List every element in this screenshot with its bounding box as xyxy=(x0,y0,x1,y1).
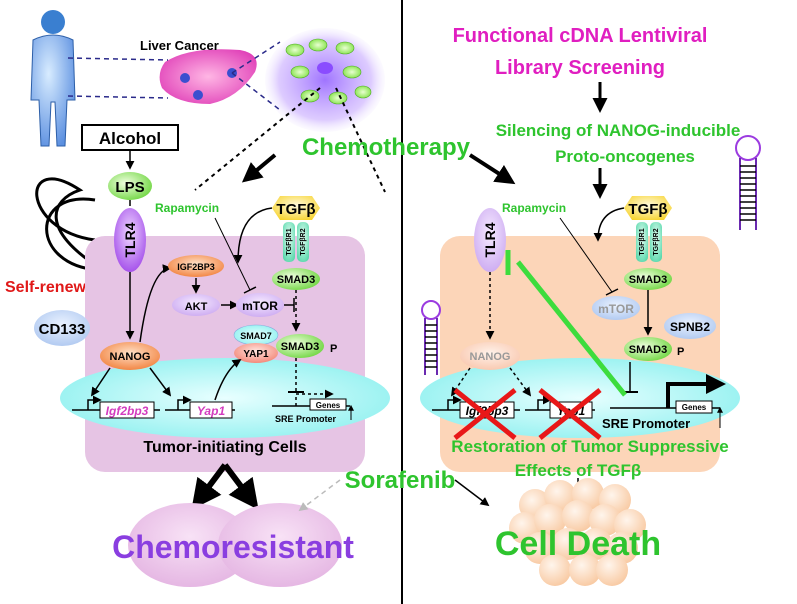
screening-title-line1: Functional cDNA Lentiviral xyxy=(453,25,708,47)
phospho-label: P xyxy=(330,343,337,355)
tgfb-label-right: TGFβ xyxy=(628,201,667,218)
nanog-node-right xyxy=(460,342,520,370)
lps-label: LPS xyxy=(115,179,144,196)
restoration-inhibition-line xyxy=(516,260,627,397)
akt-label: AKT xyxy=(185,301,208,313)
mtor-node xyxy=(236,293,284,317)
phospho-label-right: P xyxy=(677,346,684,358)
tlr4-label-right: TLR4 xyxy=(482,222,498,257)
tlr4-node xyxy=(114,208,146,272)
tgfbr1-node-right xyxy=(636,222,648,262)
sre-promoter-label-right: SRE Promoter xyxy=(602,416,690,431)
smad3-node-right xyxy=(624,268,672,290)
silencing-line1: Silencing of NANOG-inducible xyxy=(496,121,741,140)
liver-icon xyxy=(159,49,257,104)
tgfbr2-node xyxy=(297,222,309,262)
sre-promoter-left xyxy=(272,389,350,411)
genes-label-right: Genes xyxy=(682,403,707,412)
chemoresistant-cell-right xyxy=(218,503,342,587)
tgfbr1-label-right: TGFβR1 xyxy=(639,228,646,255)
nanog-label-right: NANOG xyxy=(470,351,511,363)
tgfb-node xyxy=(272,196,320,220)
tumor-cell-cluster-icon xyxy=(265,28,385,132)
self-renewal-loop xyxy=(35,177,101,270)
focus-connectors xyxy=(194,87,386,193)
gene-igf2bp3 xyxy=(72,395,160,419)
rapamycin-label-right: Rapamycin xyxy=(502,201,566,215)
igf2bp3-protein-label: IGF2BP3 xyxy=(177,262,215,272)
cell-death-label: Cell Death xyxy=(495,525,661,563)
restoration-line1: Restoration of Tumor Suppressive xyxy=(451,437,728,456)
tumor-cells-label: Tumor-initiating Cells xyxy=(143,439,306,456)
smad3-p-node xyxy=(276,334,324,358)
smad3-p-label-right: SMAD3 xyxy=(629,344,668,356)
tgfbr1-label: TGFβR1 xyxy=(286,228,293,255)
spnb2-label: SPNB2 xyxy=(670,320,710,334)
gene-yap1-label: Yap1 xyxy=(197,404,226,418)
sre-promoter-label-left: SRE Promoter xyxy=(275,414,337,424)
chemoresistant-cell-left xyxy=(128,503,252,587)
chemoresistant-label: Chemoresistant xyxy=(112,529,354,565)
smad3-label-right: SMAD3 xyxy=(629,274,668,286)
tgfbr2-label: TGFβR2 xyxy=(300,228,307,255)
dying-cells-icon xyxy=(509,478,646,586)
yap1-protein-node xyxy=(234,343,278,363)
tlr4-node-right xyxy=(474,208,506,272)
zoom-connectors xyxy=(67,41,281,111)
sorafenib-label: Sorafenib xyxy=(345,467,456,494)
akt-node xyxy=(172,294,220,316)
gene-igf2bp3-label: Igf2bp3 xyxy=(106,404,149,418)
silencing-line2: Proto-oncogenes xyxy=(555,147,695,166)
mtor-node-right xyxy=(592,296,640,320)
tgfb-node-right xyxy=(624,196,672,220)
screening-title-line2: Library Screening xyxy=(495,57,665,79)
genes-label-left: Genes xyxy=(316,401,341,410)
shrna-small-icon xyxy=(421,300,441,375)
mtor-label-right: mTOR xyxy=(598,302,634,316)
sre-promoter-right xyxy=(610,374,726,414)
yap1-protein-label: YAP1 xyxy=(243,349,269,360)
person-icon xyxy=(30,10,76,147)
nanog-label: NANOG xyxy=(110,351,151,363)
smad3-p-node-right xyxy=(624,337,672,361)
smad3-label: SMAD3 xyxy=(277,274,316,286)
liver-cancer-label: Liver Cancer xyxy=(140,38,219,53)
alcohol-label: Alcohol xyxy=(99,129,161,148)
mtor-label: mTOR xyxy=(242,299,278,313)
cd133-label: CD133 xyxy=(39,321,86,338)
smad3-p-label: SMAD3 xyxy=(281,341,320,353)
restoration-line2: Effects of TGFβ xyxy=(515,461,642,480)
rapamycin-label: Rapamycin xyxy=(155,201,219,215)
tgfbr2-label-right: TGFβR2 xyxy=(653,228,660,255)
gene-yap1 xyxy=(165,395,235,419)
tgfb-label: TGFβ xyxy=(276,201,315,218)
chemotherapy-label: Chemotherapy xyxy=(302,134,471,161)
smad7-label: SMAD7 xyxy=(240,331,272,341)
tgfbr2-node-right xyxy=(650,222,662,262)
shrna-hairpin-icon xyxy=(735,135,761,230)
cd133-node xyxy=(34,310,90,346)
smad3-node xyxy=(272,268,320,290)
igf2bp3-protein-node xyxy=(168,255,224,277)
tgfbr1-node xyxy=(283,222,295,262)
spnb2-node xyxy=(664,313,716,339)
self-renewal-label: Self-renewal xyxy=(5,279,99,296)
alcohol-box xyxy=(81,124,179,151)
lps-node xyxy=(108,172,152,200)
tlr4-label: TLR4 xyxy=(122,222,138,257)
nanog-node xyxy=(100,342,160,370)
silencing-cross-icon xyxy=(453,388,602,440)
